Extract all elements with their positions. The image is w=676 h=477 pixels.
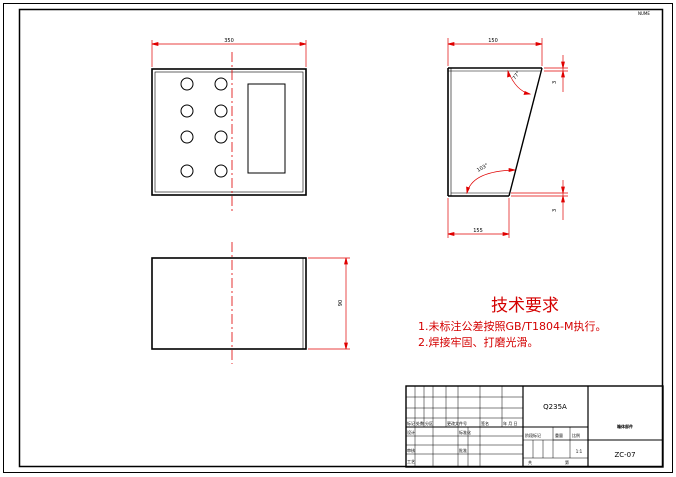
title-block <box>405 385 664 468</box>
svg-text:工艺: 工艺 <box>407 459 415 464</box>
side-top-width-label: 150 <box>488 38 498 44</box>
corner-mark: NUME <box>638 11 650 16</box>
tech-item: 1.未标注公差按照GB/T1804-M执行。 <box>418 319 606 333</box>
svg-text:第: 第 <box>565 459 569 465</box>
tech-title: 技术要求 <box>491 296 559 316</box>
top-depth-label: 90 <box>338 300 344 306</box>
front-width-dimension <box>151 40 307 67</box>
angle-top-label: 77° <box>512 70 522 81</box>
svg-text:设计: 设计 <box>407 429 415 435</box>
scale-value: 1:1 <box>576 449 583 454</box>
inner-border <box>18 8 664 468</box>
technical-requirements: 技术要求 1.未标注公差按照GB/T1804-M执行。 2.焊接牢固、打磨光滑。 <box>418 296 606 349</box>
thickness-top-label: 3 <box>552 81 558 84</box>
thickness-bottom-label: 3 <box>552 209 558 212</box>
svg-text:标准化: 标准化 <box>459 429 471 435</box>
tech-item: 2.焊接牢固、打磨光滑。 <box>418 335 539 349</box>
hole-circle <box>214 77 228 91</box>
hole-circle <box>214 164 228 178</box>
outer-border <box>3 3 673 473</box>
drawing-number: ZC-07 <box>614 451 635 459</box>
side-view: 150 155 77° 103° 3 3 <box>447 38 568 238</box>
svg-text:重量: 重量 <box>555 432 563 438</box>
svg-text:审核: 审核 <box>407 447 415 453</box>
front-view: 350 <box>151 38 307 212</box>
svg-text:更改文件号: 更改文件号 <box>447 420 467 426</box>
svg-text:处数: 处数 <box>416 420 424 426</box>
hole-group <box>180 77 228 178</box>
svg-text:分区: 分区 <box>425 420 433 426</box>
front-inner-rect <box>154 71 304 193</box>
hole-circle <box>180 164 194 178</box>
hole-circle <box>180 130 194 144</box>
top-view: 90 <box>151 242 350 364</box>
front-width-label: 350 <box>224 38 234 44</box>
svg-text:比例: 比例 <box>572 432 580 438</box>
svg-text:标记: 标记 <box>407 420 415 426</box>
title-block-text: Q235A 箱体部件 1:1 ZC-07 标记 处数 分区 更改文件号 签名 年… <box>407 403 636 465</box>
slanted-face <box>508 67 543 197</box>
display-window <box>247 83 286 174</box>
svg-text:批准: 批准 <box>459 447 467 453</box>
hole-circle <box>180 77 194 91</box>
hole-circle <box>214 104 228 118</box>
side-bottom-width-label: 155 <box>473 228 483 234</box>
front-outer-rect <box>151 68 307 196</box>
svg-text:共: 共 <box>528 459 532 465</box>
svg-text:阶段标记: 阶段标记 <box>525 432 541 438</box>
hole-circle <box>180 104 194 118</box>
hole-circle <box>214 130 228 144</box>
material-label: Q235A <box>543 403 567 411</box>
angle-bottom-label: 103° <box>476 162 490 173</box>
svg-text:签名: 签名 <box>481 420 489 426</box>
svg-text:年 月 日: 年 月 日 <box>503 420 518 426</box>
part-name-label: 箱体部件 <box>617 423 633 429</box>
